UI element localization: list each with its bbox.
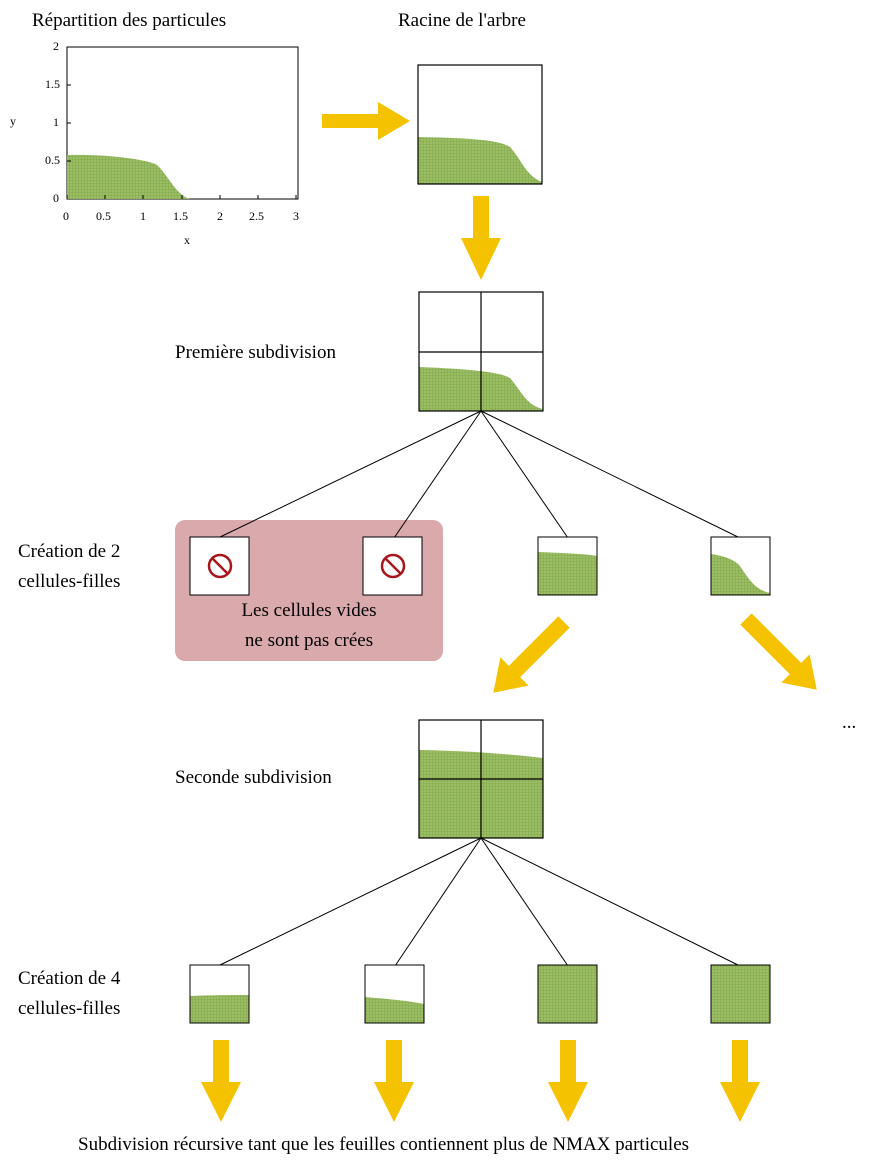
y-tick: 0 — [53, 191, 59, 205]
leaf-cell-3 — [537, 964, 598, 1024]
second-subdivision-cell — [418, 719, 544, 839]
x-axis-label: x — [184, 233, 190, 247]
creation-4-label-line2: cellules-filles — [18, 998, 121, 1019]
y-tick: 1.5 — [45, 77, 60, 91]
child-cell-4 — [710, 536, 771, 596]
empty-cells-note-line2: ne sont pas crées — [244, 630, 374, 651]
first-subdivision-cell — [418, 291, 544, 412]
forbidden-icon — [380, 553, 406, 579]
y-tick: 0.5 — [45, 153, 60, 167]
particle-plot — [66, 46, 299, 200]
footer-text: Subdivision récursive tant que les feuil… — [78, 1134, 690, 1155]
arrow-down-leaf-1 — [201, 1040, 241, 1122]
x-tick: 3 — [293, 209, 299, 223]
x-tick: 2 — [217, 209, 223, 223]
x-tick: 0 — [63, 209, 69, 223]
arrow-right — [322, 102, 410, 140]
tree-edges-1 — [217, 410, 741, 539]
leaf-cell-2 — [364, 964, 425, 1024]
child-cell-3 — [537, 536, 598, 596]
arrow-down-right — [740, 613, 817, 690]
arrow-down-1 — [461, 196, 501, 280]
leaf-cell-4 — [710, 964, 771, 1024]
creation-4-label-line1: Création de 4 — [18, 968, 121, 989]
forbidden-icon — [207, 553, 233, 579]
arrow-down-leaf-4 — [720, 1040, 760, 1122]
first-subdivision-label: Première subdivision — [175, 342, 336, 363]
y-tick: 2 — [53, 39, 59, 53]
arrow-down-left — [493, 616, 570, 693]
plot-ticks — [66, 46, 297, 199]
plot-title: Répartition des particules — [32, 10, 227, 31]
y-axis-label: y — [10, 114, 16, 128]
second-subdivision-label: Seconde subdivision — [175, 767, 332, 788]
x-tick: 2.5 — [249, 209, 264, 223]
x-tick: 1 — [140, 209, 146, 223]
tree-edges-2 — [217, 837, 741, 967]
empty-cells-note-line1: Les cellules vides — [241, 600, 377, 621]
x-tick: 0.5 — [96, 209, 111, 223]
ellipsis: ... — [842, 712, 857, 733]
root-label: Racine de l'arbre — [398, 10, 526, 31]
arrow-down-leaf-3 — [548, 1040, 588, 1122]
leaf-cell-1 — [189, 964, 250, 1024]
y-tick: 1 — [53, 115, 59, 129]
root-cell — [417, 64, 543, 185]
particle-region — [67, 154, 190, 199]
empty-cell-2 — [362, 536, 423, 596]
x-tick: 1.5 — [173, 209, 188, 223]
creation-2-label-line1: Création de 2 — [18, 541, 121, 562]
creation-2-label-line2: cellules-filles — [18, 571, 121, 592]
empty-cell-1 — [189, 536, 250, 596]
arrow-down-leaf-2 — [374, 1040, 414, 1122]
